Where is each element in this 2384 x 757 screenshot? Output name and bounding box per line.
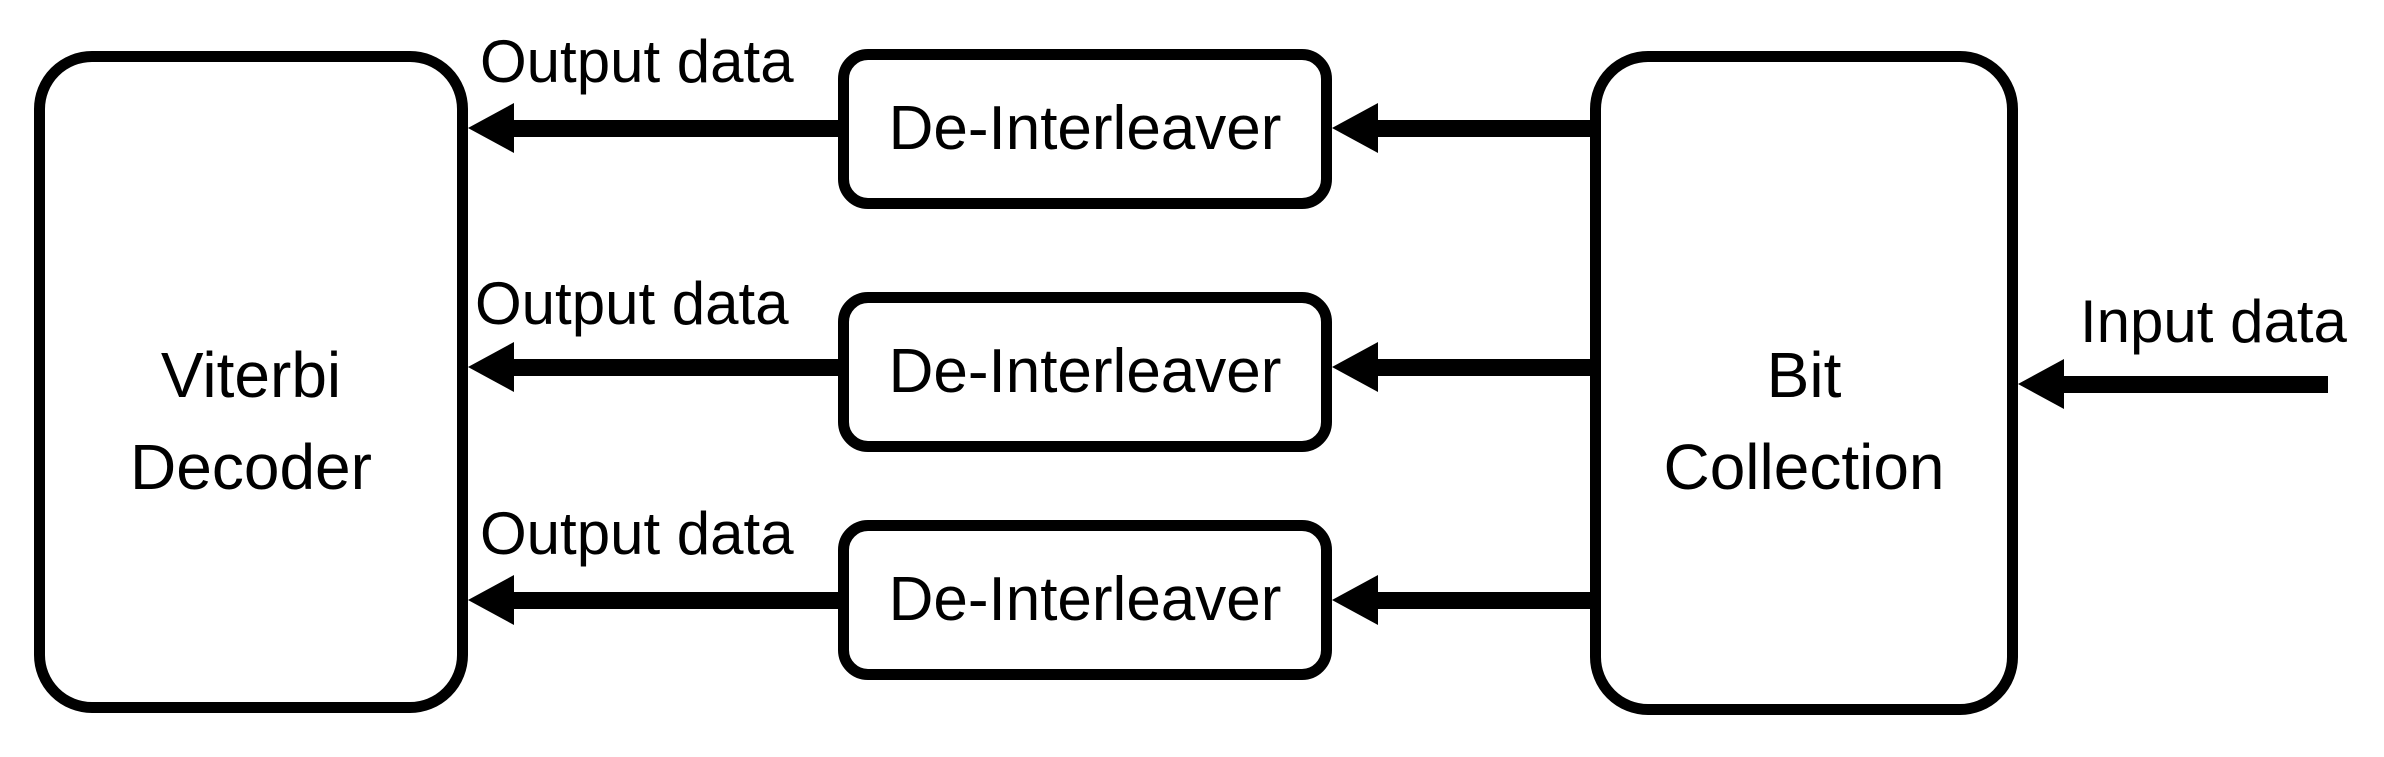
- de-interleaver-box-3: De-Interleaver: [838, 520, 1332, 680]
- bit-collection-label: Bit Collection: [1590, 329, 2018, 513]
- de-interleaver-box-1: De-Interleaver: [838, 49, 1332, 209]
- viterbi-decoder-label-line2: Decoder: [130, 431, 372, 503]
- bit-collection-label-line2: Collection: [1663, 431, 1945, 503]
- arrow-bitcollection-to-deint1: [1369, 120, 1590, 137]
- viterbi-decoder-label: Viterbi Decoder: [34, 329, 468, 513]
- output-data-label-1: Output data: [480, 28, 794, 95]
- viterbi-decoder-box: [34, 51, 468, 713]
- viterbi-decoder-label-line1: Viterbi: [160, 339, 342, 411]
- de-interleaver-label-1: De-Interleaver: [888, 94, 1282, 163]
- arrow-bitcollection-to-deint3: [1369, 592, 1590, 609]
- output-data-label-2: Output data: [475, 270, 789, 337]
- arrow-input-to-bitcollection: [2055, 376, 2328, 393]
- arrow-bitcollection-to-deint2: [1369, 359, 1590, 376]
- arrow-deint3-to-viterbi: [505, 592, 838, 609]
- arrow-deint1-to-viterbi: [505, 120, 838, 137]
- bit-collection-box: [1590, 51, 2018, 715]
- output-data-label-3: Output data: [480, 500, 794, 567]
- de-interleaver-box-2: De-Interleaver: [838, 292, 1332, 452]
- de-interleaver-label-2: De-Interleaver: [888, 337, 1282, 406]
- arrow-deint2-to-viterbi: [505, 359, 838, 376]
- de-interleaver-label-3: De-Interleaver: [888, 565, 1282, 634]
- input-data-label: Input data: [2080, 288, 2347, 355]
- bit-collection-label-line1: Bit: [1766, 339, 1842, 411]
